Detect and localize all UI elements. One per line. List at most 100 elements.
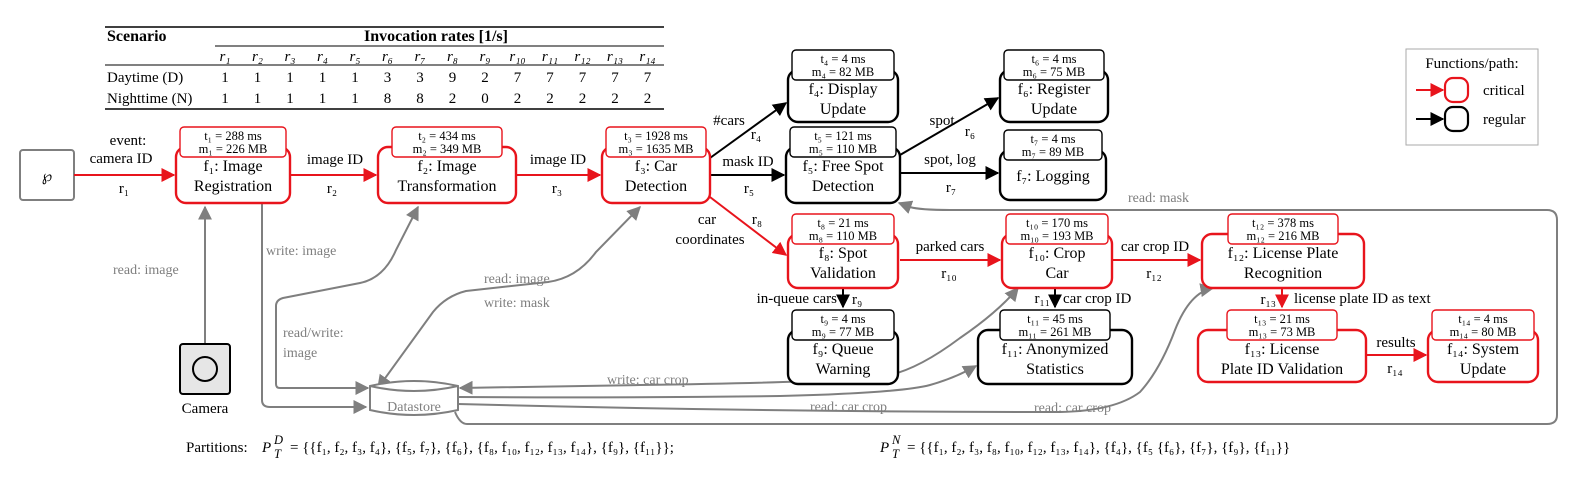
function-subtitle-f1: Registration	[194, 178, 272, 195]
function-title-f13: f₁₃: License	[1245, 341, 1320, 358]
table-cell: 7	[579, 70, 587, 86]
edge-write-image-f1	[261, 204, 368, 414]
function-memory-f14: m₁₄ = 80 MB	[1450, 325, 1517, 339]
function-time-f13: t₁₃ = 21 ms	[1254, 312, 1310, 326]
function-subtitle-f6: Update	[1031, 101, 1077, 118]
function-subtitle-f13: Plate ID Validation	[1221, 361, 1343, 378]
label-rw-image-1: read/write:	[283, 326, 344, 341]
function-memory-f1: m₁ = 226 MB	[199, 142, 268, 156]
edge-r4-label: #cars	[713, 113, 745, 129]
event-source-symbol: ℘	[42, 169, 52, 185]
label-read-image-f3: read: image	[484, 272, 550, 287]
function-time-f7: t₇ = 4 ms	[1030, 132, 1075, 146]
table-cell: 8	[416, 91, 424, 107]
legend-title: Functions/path:	[1425, 56, 1518, 72]
function-time-f5: t₅ = 121 ms	[814, 129, 872, 143]
function-title-f6: f₆: Register	[1018, 81, 1091, 98]
table-col-header: r₁₄	[639, 49, 655, 65]
partitions-label: Partitions:	[186, 440, 248, 456]
function-resource-label-f13	[1226, 309, 1338, 341]
table-cell: 7	[546, 70, 554, 86]
table-col-header: r₃	[284, 49, 295, 65]
label-write-image: write: image	[266, 244, 336, 259]
table-cell: 1	[286, 70, 294, 86]
edge-r2-rate: r₂	[327, 181, 337, 197]
edge-r10-label: parked cars	[916, 239, 985, 255]
function-subtitle-f2: Transformation	[398, 178, 497, 195]
function-title-f11: f₁₁: Anonymized	[1002, 341, 1109, 358]
legend-critical-label: critical	[1483, 83, 1525, 99]
label-rw-image-2: image	[283, 346, 317, 361]
function-memory-f4: m₄ = 82 MB	[812, 65, 874, 79]
function-time-f2: t₂ = 434 ms	[418, 129, 476, 143]
table-row-label: Nighttime (N)	[107, 91, 192, 107]
function-memory-f3: m₃ = 1635 MB	[619, 142, 694, 156]
table-cell: 1	[319, 70, 327, 86]
function-time-f10: t₁₀ = 170 ms	[1026, 216, 1088, 230]
function-subtitle-f12: Recognition	[1244, 265, 1322, 282]
edge-r1-label-1: event:	[110, 133, 147, 149]
function-memory-f13: m₁₃ = 73 MB	[1249, 325, 1316, 339]
partition-night-symbol: P	[879, 440, 889, 456]
function-subtitle-f8: Validation	[810, 265, 876, 282]
table-header-scenario: Scenario	[107, 28, 167, 45]
function-title-f3: f₃: Car	[635, 158, 678, 175]
edge-r2-label: image ID	[307, 152, 363, 168]
camera-label: Camera	[182, 401, 229, 417]
partition-day-value: = {{f₁, f₂, f₃, f₄}, {f₅, f₇}, {f₆}, {f₈…	[290, 440, 674, 456]
edge-r12-rate: r₁₂	[1146, 266, 1161, 282]
function-resource-label-f9	[791, 309, 895, 341]
table-cell: 9	[449, 70, 457, 86]
function-time-f9: t₉ = 4 ms	[820, 312, 865, 326]
edge-r8-label-2: coordinates	[675, 232, 744, 248]
datastore-label: Datastore	[387, 400, 441, 415]
edge-r5-label: mask ID	[722, 154, 773, 170]
function-resource-label-f12	[1227, 213, 1339, 245]
function-time-f14: t₁₄ = 4 ms	[1458, 312, 1508, 326]
table-col-header: r₄	[317, 49, 328, 65]
edges	[74, 97, 1428, 362]
edge-r1-label-2: camera ID	[90, 151, 153, 167]
function-time-f6: t₆ = 4 ms	[1031, 52, 1076, 66]
edge-read-mask-f5	[454, 200, 1558, 425]
function-title-f1: f₁: Image	[203, 158, 262, 175]
edge-r13-rate: r₁₃	[1261, 292, 1276, 308]
edge-r11-label: car crop ID	[1063, 291, 1131, 307]
table-col-header: r₇	[414, 49, 425, 65]
function-resource-label-f2	[391, 126, 503, 158]
function-resource-label-f11	[999, 309, 1111, 341]
table-cell: 8	[384, 91, 392, 107]
table-col-header: r₅	[349, 49, 360, 65]
function-subtitle-f11: Statistics	[1026, 361, 1084, 378]
edge-r10-rate: r₁₀	[941, 266, 956, 282]
edge-r4-rate: r₄	[751, 127, 761, 143]
function-memory-f6: m₆ = 75 MB	[1023, 65, 1085, 79]
function-title-f8: f₈: Spot	[819, 245, 868, 262]
function-title-f2: f₂: Image	[417, 158, 476, 175]
datastore: Datastore	[369, 380, 459, 416]
function-subtitle-f5: Detection	[812, 178, 874, 195]
table-cell: 2	[449, 91, 457, 107]
function-subtitle-f10: Car	[1045, 265, 1069, 282]
edge-r4	[709, 102, 788, 159]
legend-frame	[1405, 48, 1539, 146]
function-resource-label-f4	[791, 49, 895, 81]
table-cell: 1	[254, 70, 262, 86]
table-cell: 1	[351, 70, 359, 86]
function-resource-label-f14	[1431, 309, 1535, 341]
edge-r7-rate: r₇	[946, 180, 956, 196]
function-title-f5: f₅: Free Spot	[802, 158, 884, 175]
edge-r14-label: results	[1376, 335, 1415, 351]
function-subtitle-f9: Warning	[816, 361, 871, 378]
datastore-rim	[369, 385, 459, 392]
function-resource-label-f5	[789, 126, 897, 158]
table-col-header: r₉	[479, 49, 490, 65]
edge-r6	[899, 97, 1000, 156]
edge-r6-label: spot	[929, 113, 955, 129]
function-memory-f12: m₁₂ = 216 MB	[1246, 229, 1319, 243]
edge-r11-rate: r₁₁	[1035, 291, 1050, 307]
